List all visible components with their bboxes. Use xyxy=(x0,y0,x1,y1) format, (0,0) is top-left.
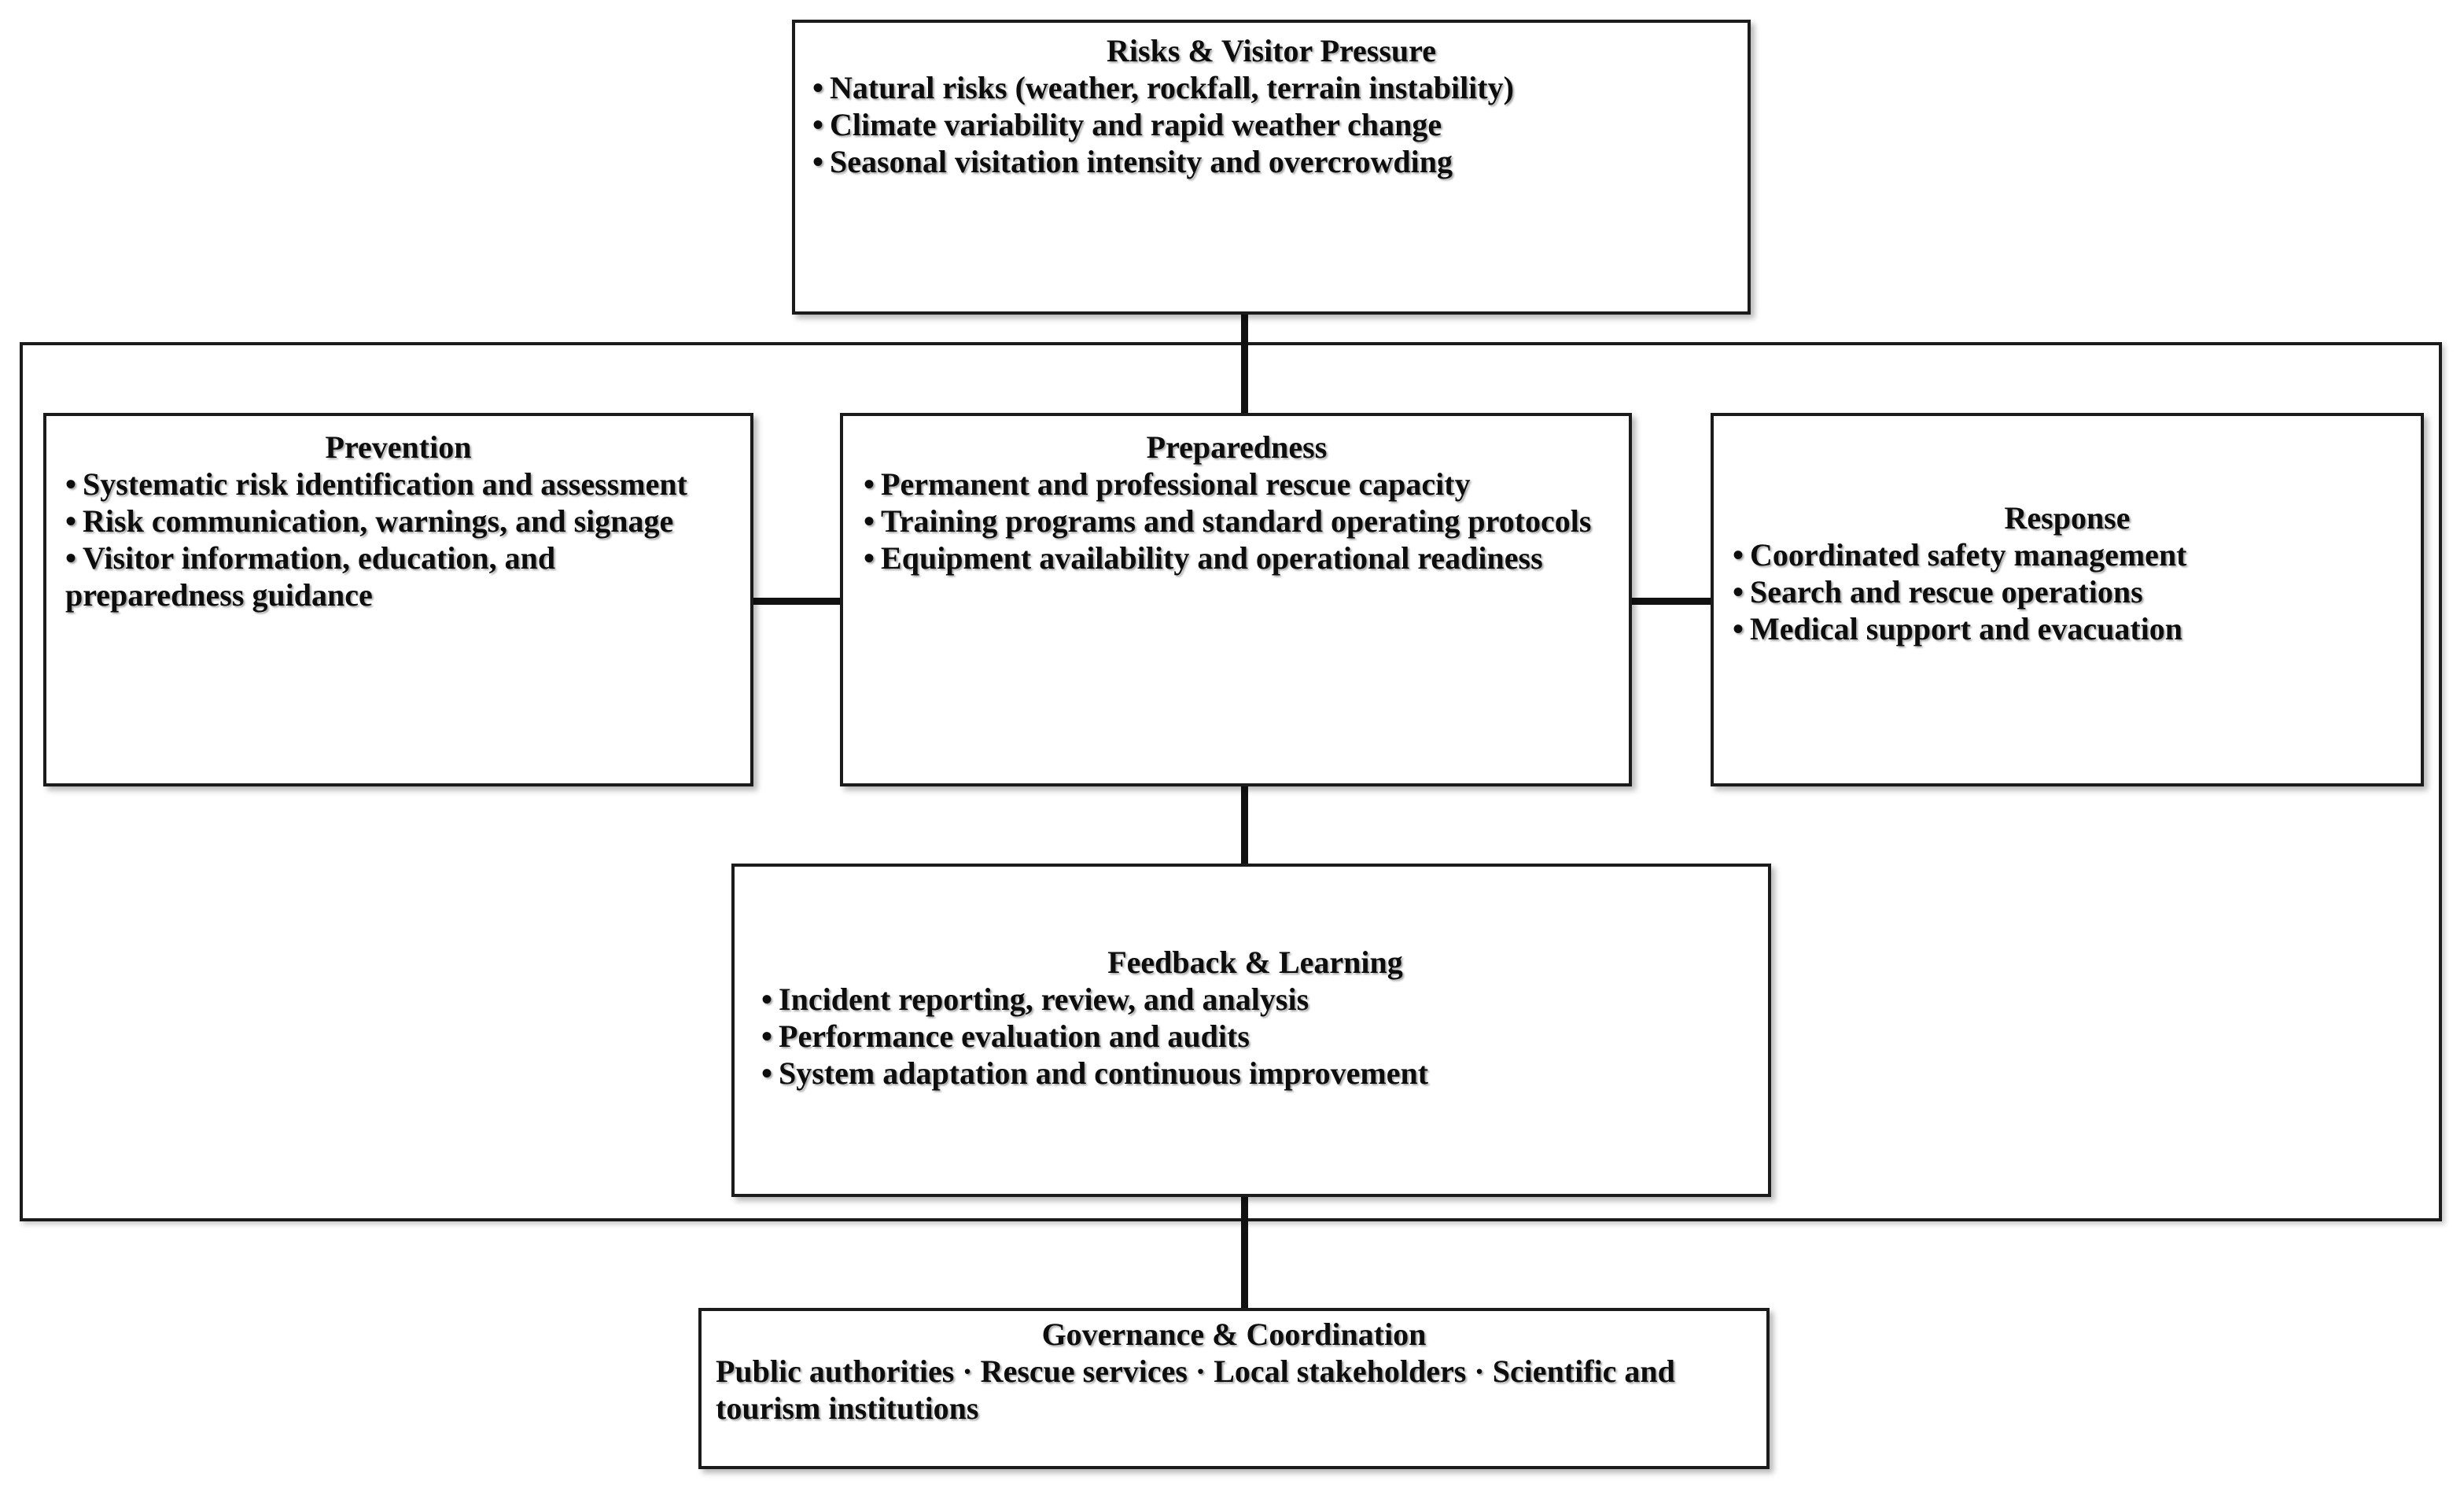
list-item-label: System adaptation and continuous improve… xyxy=(779,1055,1429,1092)
prevention-box-title: Prevention xyxy=(325,429,472,465)
list-item-label: Systematic risk identification and asses… xyxy=(83,466,687,502)
connector-preparedness-to-feedback xyxy=(1241,783,1248,867)
bullet-icon: • xyxy=(65,466,77,502)
bullet-icon: • xyxy=(1733,573,1744,610)
list-item-label: Coordinated safety management xyxy=(1750,536,2187,573)
prevention-box: Prevention •Systematic risk identificati… xyxy=(43,413,753,786)
bullet-icon: • xyxy=(761,1018,773,1054)
list-item: •Risk communication, warnings, and signa… xyxy=(65,503,731,540)
risks-box-title: Risks & Visitor Pressure xyxy=(1107,33,1436,68)
list-item-label: Visitor information, education, and prep… xyxy=(65,540,556,613)
preparedness-box-list: •Permanent and professional rescue capac… xyxy=(864,466,1610,577)
list-item-label: Search and rescue operations xyxy=(1750,573,2143,610)
response-box-title: Response xyxy=(2004,500,2131,536)
response-box-content: Response •Coordinated safety management … xyxy=(1714,416,2421,647)
bullet-icon: • xyxy=(812,69,824,105)
bullet-icon: • xyxy=(761,981,773,1017)
preparedness-box-content: Preparedness •Permanent and professional… xyxy=(843,416,1629,576)
list-item: •Medical support and evacuation xyxy=(1733,610,2402,647)
list-item: •Permanent and professional rescue capac… xyxy=(864,466,1610,503)
feedback-box-list: •Incident reporting, review, and analysi… xyxy=(761,981,1749,1092)
connector-preparedness-to-response xyxy=(1629,598,1714,605)
list-item: •Natural risks (weather, rockfall, terra… xyxy=(812,69,1730,106)
list-item: •Training programs and standard operatin… xyxy=(864,503,1610,540)
bullet-icon: • xyxy=(65,503,77,539)
preparedness-box-title: Preparedness xyxy=(1146,429,1328,465)
list-item-label: Incident reporting, review, and analysis xyxy=(779,981,1309,1017)
bullet-icon: • xyxy=(1733,611,1744,647)
governance-box-title: Governance & Coordination xyxy=(1041,1317,1427,1352)
governance-box-body: Public authorities · Rescue services · L… xyxy=(716,1353,1675,1426)
connector-risks-to-preparedness xyxy=(1241,315,1248,415)
preparedness-box: Preparedness •Permanent and professional… xyxy=(840,413,1632,786)
bullet-icon: • xyxy=(812,144,824,180)
governance-box-content: Governance & Coordination Public authori… xyxy=(702,1311,1766,1427)
risks-box-content: Risks & Visitor Pressure •Natural risks … xyxy=(795,23,1748,180)
list-item-label: Natural risks (weather, rockfall, terrai… xyxy=(830,69,1514,105)
connector-prevention-to-preparedness xyxy=(750,598,843,605)
bullet-icon: • xyxy=(1733,536,1744,573)
list-item: •Visitor information, education, and pre… xyxy=(65,540,731,613)
risks-and-visitor-pressure-box: Risks & Visitor Pressure •Natural risks … xyxy=(792,20,1751,315)
bullet-icon: • xyxy=(761,1055,773,1092)
list-item-label: Equipment availability and operational r… xyxy=(881,540,1543,576)
response-box-list: •Coordinated safety management •Search a… xyxy=(1733,536,2402,648)
connector-feedback-to-governance xyxy=(1241,1194,1248,1311)
bullet-icon: • xyxy=(864,466,875,502)
prevention-box-list: •Systematic risk identification and asse… xyxy=(65,466,731,614)
list-item: •Search and rescue operations xyxy=(1733,573,2402,610)
list-item: •Systematic risk identification and asse… xyxy=(65,466,731,503)
bullet-icon: • xyxy=(864,503,875,539)
response-box: Response •Coordinated safety management … xyxy=(1711,413,2424,786)
governance-and-coordination-box: Governance & Coordination Public authori… xyxy=(698,1308,1770,1469)
feedback-box-content: Feedback & Learning •Incident reporting,… xyxy=(735,867,1768,1092)
list-item-label: Training programs and standard operating… xyxy=(881,503,1592,539)
list-item-label: Risk communication, warnings, and signag… xyxy=(83,503,674,539)
bullet-icon: • xyxy=(65,540,77,576)
bullet-icon: • xyxy=(864,540,875,576)
list-item-label: Performance evaluation and audits xyxy=(779,1018,1250,1054)
feedback-and-learning-box: Feedback & Learning •Incident reporting,… xyxy=(731,864,1771,1197)
list-item: •Incident reporting, review, and analysi… xyxy=(761,981,1749,1018)
feedback-box-title: Feedback & Learning xyxy=(1107,945,1403,980)
list-item: •Coordinated safety management xyxy=(1733,536,2402,573)
list-item: •Climate variability and rapid weather c… xyxy=(812,106,1730,143)
list-item-label: Medical support and evacuation xyxy=(1750,611,2183,647)
list-item-label: Permanent and professional rescue capaci… xyxy=(881,466,1471,502)
list-item: •System adaptation and continuous improv… xyxy=(761,1055,1749,1092)
list-item: •Equipment availability and operational … xyxy=(864,540,1610,576)
risks-box-list: •Natural risks (weather, rockfall, terra… xyxy=(812,69,1730,181)
list-item: •Seasonal visitation intensity and overc… xyxy=(812,143,1730,180)
bullet-icon: • xyxy=(812,106,824,142)
list-item-label: Seasonal visitation intensity and overcr… xyxy=(830,144,1453,180)
list-item: •Performance evaluation and audits xyxy=(761,1018,1749,1055)
prevention-box-content: Prevention •Systematic risk identificati… xyxy=(46,416,750,614)
list-item-label: Climate variability and rapid weather ch… xyxy=(830,106,1442,142)
